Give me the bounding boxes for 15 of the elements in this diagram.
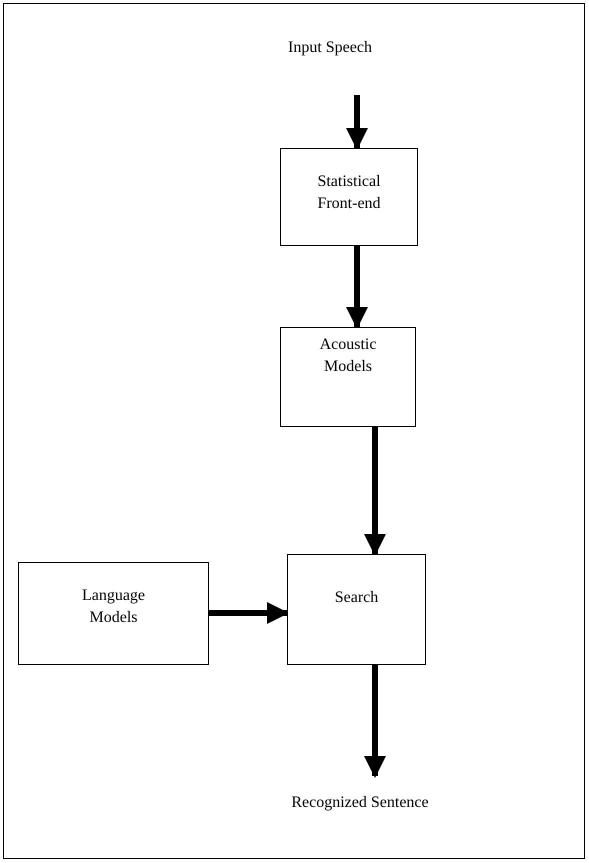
box-label: Statistical Front-end: [316, 172, 382, 214]
box-label: Language Models: [80, 586, 146, 628]
process-box: [280, 148, 418, 246]
flow-label: Input Speech: [288, 38, 372, 58]
process-box: [18, 562, 209, 665]
flow-label: Recognized Sentence: [291, 792, 429, 813]
arrow: [209, 602, 289, 624]
process-box: [287, 554, 426, 665]
arrow: [346, 95, 368, 150]
arrow: [364, 665, 386, 778]
box-label: Acoustic Models: [318, 335, 378, 378]
arrow: [364, 427, 386, 556]
process-box: [280, 327, 416, 427]
box-label: Search: [334, 588, 380, 608]
arrow: [346, 246, 368, 329]
